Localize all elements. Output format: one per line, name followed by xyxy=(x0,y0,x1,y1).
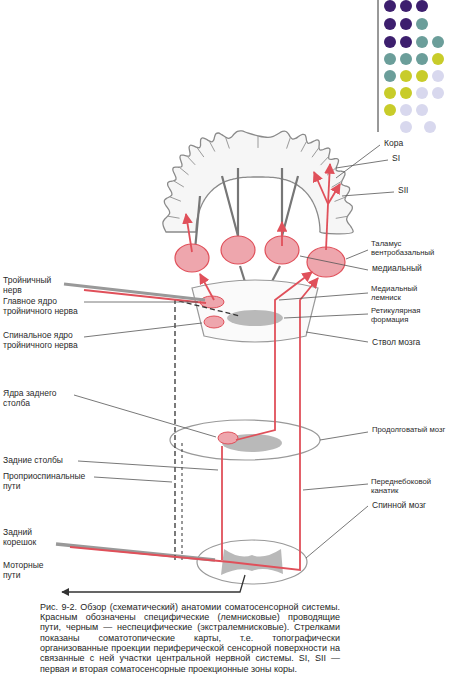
thalamus xyxy=(175,236,345,277)
sulcus xyxy=(335,197,346,201)
cortex-outline xyxy=(163,131,353,234)
leader-line xyxy=(74,145,394,558)
sulcus xyxy=(287,137,291,148)
sulcus xyxy=(327,168,336,176)
structure-label: Кора xyxy=(384,139,403,149)
dorsal-column-nucleus xyxy=(218,432,238,444)
sulcus xyxy=(332,181,342,187)
structure-label: Ретикулярная формация xyxy=(371,307,449,324)
sulcus xyxy=(258,136,259,148)
sulcus xyxy=(170,197,181,201)
sulcus xyxy=(174,181,184,187)
structure-label: Ядра заднего столба xyxy=(3,389,75,408)
cortex xyxy=(163,131,353,234)
motor-path xyxy=(62,575,245,592)
structure-label: Таламус вентробазальный xyxy=(371,240,449,257)
sulcus xyxy=(197,147,204,157)
structure-label: Тройничный нерв xyxy=(3,276,61,295)
structure-label: Проприоспинальные пути xyxy=(3,472,95,491)
structure-label: SI xyxy=(392,154,400,164)
structure-label: Ствол мозга xyxy=(372,338,420,348)
sulcus xyxy=(301,141,307,152)
sulcus xyxy=(321,156,329,165)
propriospinal-path xyxy=(182,440,183,560)
sulcus xyxy=(336,216,348,218)
lemniscal-path xyxy=(70,164,340,570)
structure-label: Спинной мозг xyxy=(372,501,426,511)
structure-label: Продолговатый мозг xyxy=(372,426,445,435)
structure-label: медиальный xyxy=(372,264,422,274)
structure-label: Задний корешок xyxy=(3,528,53,547)
structure-label: Задние столбы xyxy=(3,456,63,466)
structure-label: Спинальное ядро тройничного нерва xyxy=(3,331,85,350)
sulcus xyxy=(226,137,230,148)
trigeminal-nerve xyxy=(64,284,205,300)
structure-label: Переднебоковой канатик xyxy=(371,478,449,495)
sulcus xyxy=(168,216,180,218)
sulcus xyxy=(312,148,319,158)
sulcus xyxy=(179,167,188,175)
dot-decoration xyxy=(378,0,444,133)
nonspecific-path xyxy=(175,300,240,560)
medulla xyxy=(170,420,320,460)
sulcus xyxy=(187,156,195,165)
structure-label: SII xyxy=(398,186,408,196)
structure-label: Моторные пути xyxy=(3,561,59,580)
trigeminal-spinal-nucleus xyxy=(204,316,224,328)
sulcus xyxy=(209,141,215,152)
structure-label: Медиальный лемниск xyxy=(371,285,449,302)
structure-label: Главное ядро тройничного нерва xyxy=(3,297,85,316)
spinal-cord xyxy=(197,540,307,584)
figure-caption: Рис. 9-2. Обзор (схематический) анатомии… xyxy=(40,602,340,674)
